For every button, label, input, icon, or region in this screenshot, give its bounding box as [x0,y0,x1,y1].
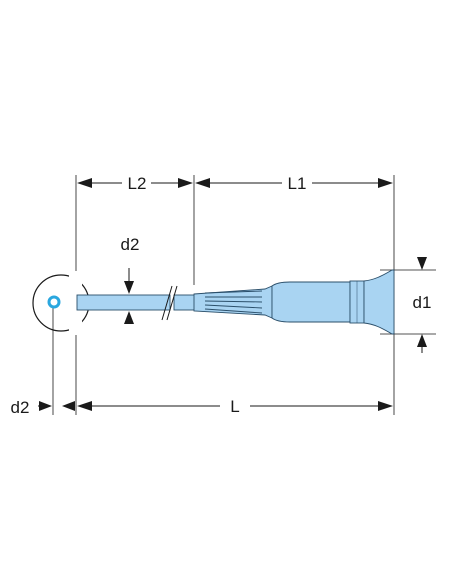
dimension-d2-tip: d2 [11,398,75,417]
break-mark-right [166,285,178,321]
label-d2-top: d2 [121,235,140,254]
label-d2-bottom: d2 [11,398,30,417]
label-L: L [230,397,239,416]
tip-end-view [32,271,90,335]
screwdriver [76,269,395,335]
handle-grip [271,281,351,323]
dimension-L1: L1 [195,174,393,193]
tip-dot [47,295,61,309]
label-d1: d1 [413,293,432,312]
handle-end-cap [363,269,395,335]
shaft-front [76,294,171,311]
dimension-d1: d1 [413,257,432,353]
dimension-d2-shaft: d2 [121,235,140,324]
shaft-rear [173,294,196,311]
dimension-L: L [77,397,393,416]
label-L1: L1 [288,174,307,193]
break-mark-left [161,285,173,321]
label-L2: L2 [128,174,147,193]
dimension-L2: L2 [77,174,193,193]
